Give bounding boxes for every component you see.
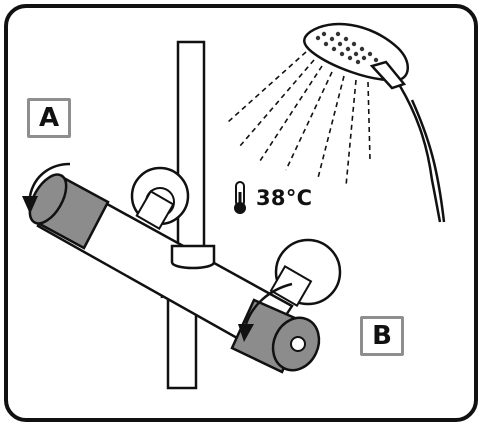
- shower-head-icon: [303, 22, 409, 90]
- label-b: B: [360, 316, 404, 356]
- handle-b: [230, 298, 321, 374]
- water-spray: [227, 51, 371, 187]
- riser-pipe: [176, 40, 206, 254]
- temperature-label: 38°C: [256, 186, 313, 210]
- rotate-arrow-icon: [238, 282, 293, 342]
- frame: [4, 4, 478, 422]
- shower-hose: [398, 85, 442, 223]
- handle-a: [28, 173, 110, 250]
- rotate-arrow-icon: [22, 162, 71, 214]
- thermometer-icon: [234, 181, 246, 214]
- label-a: A: [27, 98, 71, 138]
